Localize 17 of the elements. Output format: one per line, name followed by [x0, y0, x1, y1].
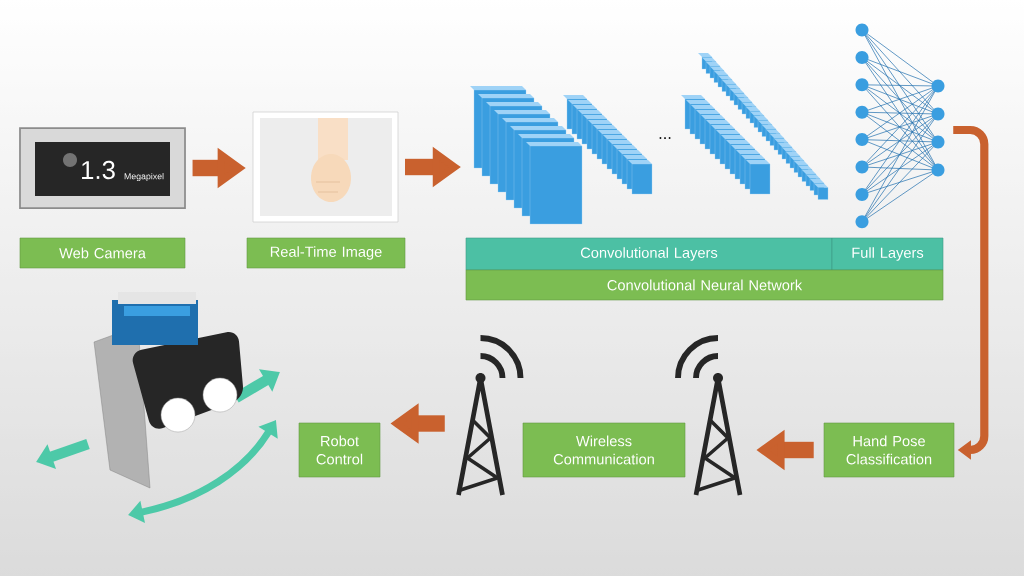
label-box: Wireless Communication — [522, 422, 686, 478]
convolution-layers-drawing — [470, 53, 829, 225]
label-box: Full Layers — [831, 237, 944, 271]
hand-photo — [252, 111, 399, 223]
camera-label: Megapixel — [124, 172, 164, 182]
camera-label: 1.3 — [82, 160, 115, 180]
antenna-tower-drawing — [456, 335, 524, 496]
neural-network-drawing — [855, 23, 945, 229]
label-box: Convolutional Neural Network — [465, 269, 944, 301]
label-box: Web Camera — [19, 237, 186, 269]
label-box: Real-Time Image — [246, 237, 406, 269]
antenna-tower-drawing — [675, 335, 743, 496]
label-box: Robot Control — [298, 422, 381, 478]
ellipsis: ... — [659, 137, 671, 139]
label-box: Hand Pose Classification — [823, 422, 955, 478]
robot-drawing — [93, 292, 243, 489]
webcam-drawing — [19, 127, 186, 209]
